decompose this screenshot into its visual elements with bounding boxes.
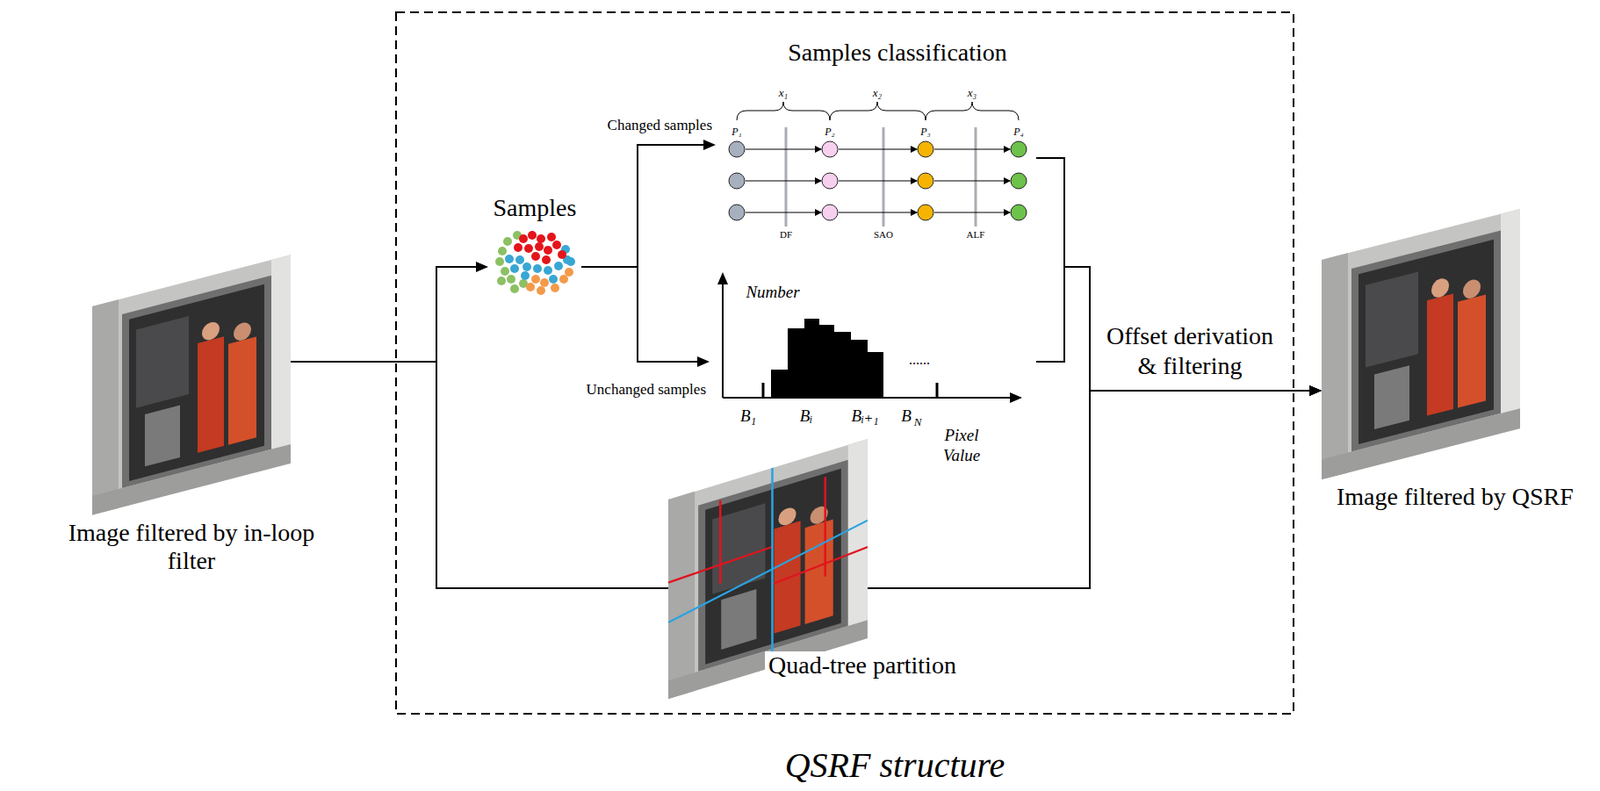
connector-line xyxy=(581,144,707,267)
arrowhead xyxy=(475,261,489,273)
sample-arrow xyxy=(745,149,1010,213)
connector xyxy=(581,139,716,267)
arrowhead xyxy=(1309,385,1322,397)
connector-line xyxy=(290,266,480,362)
stage-label: P₄ xyxy=(1013,125,1024,138)
filter-stage-line xyxy=(785,127,976,227)
quadtree-image: Quad-tree partition xyxy=(668,439,868,700)
brace-label: x₃ xyxy=(967,86,977,101)
axis-label: Number xyxy=(745,282,800,303)
process-label: Offset derivation & filtering xyxy=(1099,321,1281,381)
ellipsis: ...... xyxy=(908,351,930,368)
filter-name: SAO xyxy=(873,229,894,241)
brace xyxy=(736,101,1019,121)
bin-label: B₁ xyxy=(740,406,757,427)
stage-label: P₂ xyxy=(824,125,836,138)
connector xyxy=(1036,266,1322,397)
sample-circle xyxy=(728,141,1027,221)
node-text: Changed samples xyxy=(607,116,713,135)
bin-label: Bᵢ₊₁ xyxy=(850,406,879,427)
node-text: Quad-tree partition xyxy=(764,651,960,680)
output-image: Image filtered by QSRF xyxy=(1321,209,1521,480)
brace-label: x₁ xyxy=(778,86,788,101)
section-title: Samples classification xyxy=(787,37,1008,68)
node-text: Samples xyxy=(479,194,591,223)
histogram xyxy=(717,272,1023,404)
connector-line xyxy=(1036,158,1313,391)
arrowhead xyxy=(1309,385,1322,397)
connector-line xyxy=(581,266,701,362)
filter-name: ALF xyxy=(966,229,986,241)
dashed-frame xyxy=(396,12,1294,714)
changed-samples-panel: Changed samples xyxy=(715,83,1037,246)
bin-subscript: N xyxy=(914,415,923,430)
arrowhead xyxy=(703,139,716,151)
node-text: Unchanged samples xyxy=(586,381,707,399)
stage-label: P₃ xyxy=(920,125,931,138)
stage-label: P₁ xyxy=(731,125,743,138)
input-photo xyxy=(92,254,291,515)
figure-caption: QSRF structure xyxy=(785,744,1006,787)
sample-dots xyxy=(495,230,576,296)
arrowhead xyxy=(697,356,710,368)
samples-cluster: Samples xyxy=(488,194,582,295)
node-text: Image filtered by QSRF xyxy=(1336,482,1574,512)
brace-label: x₂ xyxy=(872,86,882,101)
connector-line xyxy=(1036,266,1313,391)
output-photo xyxy=(1321,209,1521,480)
filter-name: DF xyxy=(779,229,793,241)
input-image: Image filtered by in-loop filter xyxy=(92,254,291,516)
connector-line xyxy=(867,390,1313,589)
axis-label: Pixel Value xyxy=(930,425,993,467)
node-text: Image filtered by in-loop filter xyxy=(55,518,328,576)
bin-label: B xyxy=(900,406,912,427)
bin-label: Bᵢ xyxy=(800,406,814,427)
connector xyxy=(1036,158,1322,397)
connector xyxy=(581,266,710,368)
arrowhead xyxy=(1309,385,1322,397)
connector xyxy=(290,261,489,362)
connector xyxy=(867,385,1322,589)
